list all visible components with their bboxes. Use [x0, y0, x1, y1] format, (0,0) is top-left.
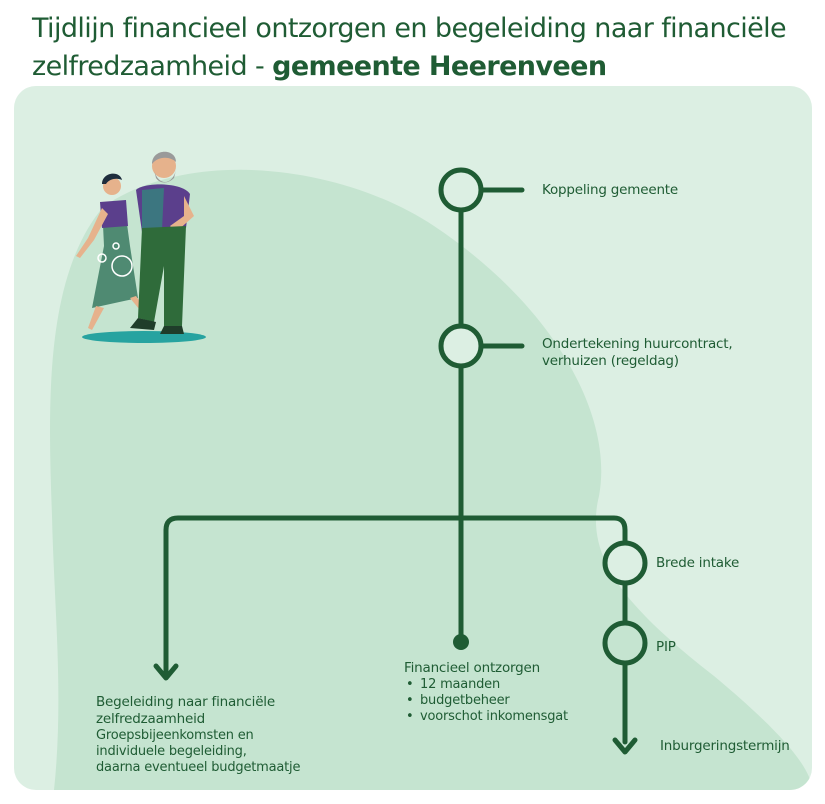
begeleiding-desc-line-3: daarna eventueel budgetmaatje [96, 760, 301, 775]
title-line-2-bold: gemeente Heerenveen [272, 51, 607, 82]
woman-arm [76, 208, 108, 258]
title-line-1: Tijdlijn financieel ontzorgen en begelei… [32, 13, 787, 44]
woman-hair [102, 173, 122, 184]
timeline-lines [153, 185, 638, 755]
dress-circle-2 [97, 253, 107, 263]
man-hair [152, 151, 176, 164]
financieel-ontzorgen-list: 12 maanden budgetbeheer voorschot inkome… [404, 677, 568, 725]
dress-circle-3 [112, 242, 120, 250]
timeline-diagram [50, 151, 812, 790]
node-koppeling [438, 167, 484, 213]
dress-circle-1 [111, 255, 133, 277]
branch-right-line [458, 515, 628, 745]
couple-walking-illustration [76, 151, 206, 343]
label-inburgeringstermijn: Inburgeringstermijn [660, 738, 790, 754]
page-title: Tijdlijn financieel ontzorgen en begelei… [32, 10, 812, 86]
list-item: budgetbeheer [404, 693, 568, 709]
financieel-ontzorgen-title: Financieel ontzorgen [404, 660, 540, 676]
label-ondertekening: Ondertekening huurcontract, verhuizen (r… [542, 336, 733, 370]
label-brede-intake: Brede intake [656, 555, 740, 571]
arrow-left-head [153, 663, 179, 681]
arrow-right-head [612, 737, 638, 755]
branch-left-line [163, 515, 464, 679]
begeleiding-block: Begeleiding naar financiële zelfredzaamh… [96, 694, 300, 776]
man-arm [170, 196, 194, 232]
woman-legs [88, 296, 152, 330]
title-line-2-regular: zelfredzaamheid - [32, 51, 273, 82]
begeleiding-title-line-2: zelfredzaamheid [96, 711, 205, 727]
node-brede-intake [602, 540, 648, 586]
man-head [152, 154, 176, 178]
end-dot-financieel [453, 634, 469, 650]
man-shoes [130, 318, 184, 334]
man-pants [138, 226, 186, 328]
label-ondertekening-line-1: Ondertekening huurcontract, [542, 336, 733, 352]
list-item: 12 maanden [404, 677, 568, 693]
timeline-panel: Koppeling gemeente Ondertekening huurcon… [14, 86, 812, 790]
title-line-2: zelfredzaamheid - gemeente Heerenveen [32, 48, 812, 86]
man-shirt-shade [142, 188, 164, 232]
woman-top [100, 200, 128, 228]
label-koppeling-gemeente: Koppeling gemeente [542, 182, 678, 198]
begeleiding-desc-line-1: Groepsbijeenkomsten en [96, 728, 254, 743]
label-ondertekening-line-2: verhuizen (regeldag) [542, 353, 679, 369]
list-item: voorschot inkomensgat [404, 709, 568, 725]
node-pip [602, 620, 648, 666]
begeleiding-desc-line-2: individuele begeleiding, [96, 744, 247, 759]
label-pip: PIP [656, 639, 676, 655]
begeleiding-title-line-1: Begeleiding naar financiële [96, 694, 275, 710]
financieel-ontzorgen-block: Financieel ontzorgen 12 maanden budgetbe… [404, 660, 568, 725]
ground-shadow [82, 331, 206, 343]
woman-body [92, 202, 138, 308]
node-ondertekening [438, 323, 484, 369]
